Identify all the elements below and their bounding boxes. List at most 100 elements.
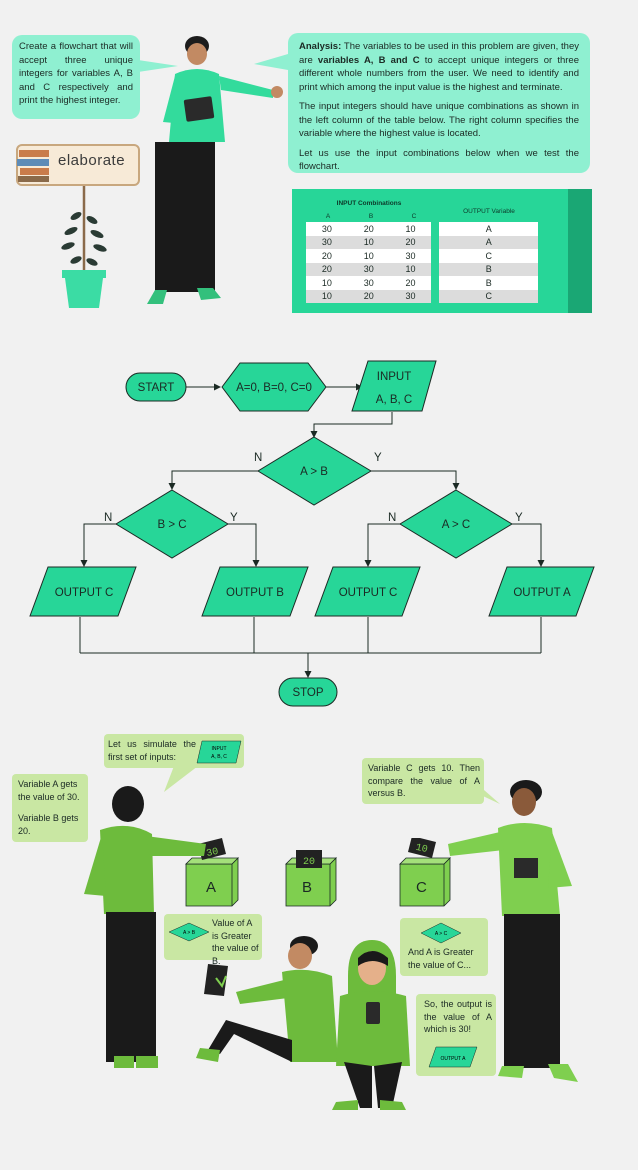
table-cell-a: 20 — [306, 249, 348, 263]
branch-n-2: N — [104, 512, 112, 524]
simulate-text: Let us simulate the first set of inputs: — [108, 739, 196, 762]
table-cell-a: 30 — [306, 235, 348, 249]
table-cell-b: 20 — [347, 289, 390, 303]
task-bubble: Create a flowchart that will accept thre… — [12, 35, 140, 119]
analysis-bubble-tail — [254, 54, 288, 70]
analysis-text-b: to accept unique integers or three diffe… — [299, 54, 579, 93]
simulate-bubble-tail — [164, 766, 198, 792]
decision-a-gt-b-label: A > B — [300, 466, 328, 478]
var-a-text: Variable A gets the value of 30. — [18, 779, 80, 802]
card-20: 20 — [296, 850, 322, 868]
start-label: START — [138, 382, 175, 394]
table-cell-b: 20 — [347, 222, 390, 236]
output-b-label: OUTPUT B — [226, 587, 284, 599]
output-c-left: OUTPUT C — [29, 566, 137, 617]
var-c-text: Variable C gets 10. Then compare the val… — [368, 763, 480, 798]
mini-a-gt-b-text: A > B — [183, 930, 196, 936]
mini-a-gt-c-text: A > C — [435, 931, 448, 937]
person-sitting-man-illustration — [196, 936, 338, 1062]
box-a: A — [185, 857, 239, 907]
table-cell-b: 30 — [347, 262, 390, 276]
branch-y-3: Y — [515, 512, 523, 524]
table-cell-a: 30 — [306, 222, 348, 236]
analysis-bubble: Analysis: The variables to be used in th… — [288, 33, 590, 173]
person-left-illustration — [84, 786, 206, 1068]
table-cell-c: 20 — [389, 276, 436, 290]
branch-y-1: Y — [374, 452, 382, 464]
mini-a-gt-b-shape: A > B — [168, 922, 210, 942]
card-10-text: 10 — [414, 843, 428, 856]
decision-a-gt-c-label: A > C — [442, 519, 470, 531]
output-a: OUTPUT A — [488, 566, 595, 617]
col-b-header: B — [368, 213, 374, 220]
output-text: So, the output is the value of A which i… — [424, 999, 492, 1034]
var-c-bubble-tail — [470, 790, 500, 804]
input-label-2: A, B, C — [376, 394, 412, 406]
card-20-text: 20 — [303, 857, 315, 868]
branch-n-3: N — [388, 512, 396, 524]
box-b-label: B — [302, 879, 312, 896]
branch-y-2: Y — [230, 512, 238, 524]
box-a-label: A — [206, 879, 216, 896]
plant-illustration — [61, 186, 107, 308]
start-node: START — [125, 372, 187, 402]
output-b: OUTPUT B — [201, 566, 309, 617]
output-c-left-label: OUTPUT C — [55, 587, 114, 599]
table-cell-out: B — [431, 276, 538, 290]
table-cell-a: 10 — [306, 276, 348, 290]
col-a-header: A — [325, 213, 331, 220]
input-node: INPUT A, B, C — [351, 360, 437, 412]
var-a-bubble — [12, 774, 88, 842]
table-cell-c: 10 — [389, 222, 436, 236]
box-c: C — [399, 857, 451, 907]
var-c-bubble — [362, 758, 484, 804]
output-a-label: OUTPUT A — [513, 587, 571, 599]
analysis-paragraph-2: The input integers should have unique co… — [299, 101, 579, 139]
col-c-header: C — [411, 213, 417, 220]
table-cell-c: 30 — [389, 289, 436, 303]
table-cell-c: 20 — [389, 235, 436, 249]
decision-a-gt-b: A > B — [257, 436, 372, 506]
stop-label: STOP — [292, 687, 323, 699]
mini-a-gt-c-shape: A > C — [420, 922, 462, 944]
branch-n-1: N — [254, 452, 262, 464]
table-cell-a: 10 — [306, 289, 348, 303]
presenter-illustration — [147, 36, 283, 304]
init-label: A=0, B=0, C=0 — [236, 382, 312, 394]
output-variable-header: OUTPUT Variable — [463, 208, 515, 215]
a-gt-b-text: Value of A is Greater the value of B. — [212, 918, 259, 966]
analysis-paragraph-3: Let us use the input combinations below … — [299, 147, 579, 173]
a-gt-c-text: And A is Greater the value of C... — [408, 947, 474, 970]
mini-input-text-2: A, B, C — [211, 754, 227, 760]
person-sitting-girl-illustration — [332, 940, 410, 1110]
person-right-illustration — [448, 780, 578, 1082]
sign-label: elaborate — [58, 152, 126, 169]
output-c-right-label: OUTPUT C — [339, 587, 398, 599]
box-c-label: C — [416, 879, 427, 896]
mini-output-text: OUTPUT A — [441, 1056, 467, 1062]
table-cell-out: A — [431, 235, 538, 249]
mini-input-text-1: INPUT — [212, 746, 227, 752]
table-card-side — [568, 189, 592, 313]
table-cell-out: A — [431, 222, 538, 236]
flowchart: START A=0, B=0, C=0 INPUT A, B, C A > B … — [29, 360, 595, 707]
output-c-right: OUTPUT C — [314, 566, 421, 617]
decision-b-gt-c: B > C — [115, 489, 229, 559]
mini-output-shape: OUTPUT A — [428, 1046, 478, 1068]
card-30-text: 30 — [205, 847, 219, 860]
card-10: 10 — [408, 838, 436, 858]
mini-input-shape: INPUT A, B, C — [196, 740, 242, 764]
table-cell-c: 30 — [389, 249, 436, 263]
table-cell-a: 20 — [306, 262, 348, 276]
analysis-paragraph-1: Analysis: The variables to be used in th… — [299, 40, 579, 94]
variable-boxes: A 30 B 20 C 10 — [185, 838, 451, 907]
input-combinations-header: INPUT Combinations — [336, 200, 402, 207]
table-cell-c: 10 — [389, 262, 436, 276]
